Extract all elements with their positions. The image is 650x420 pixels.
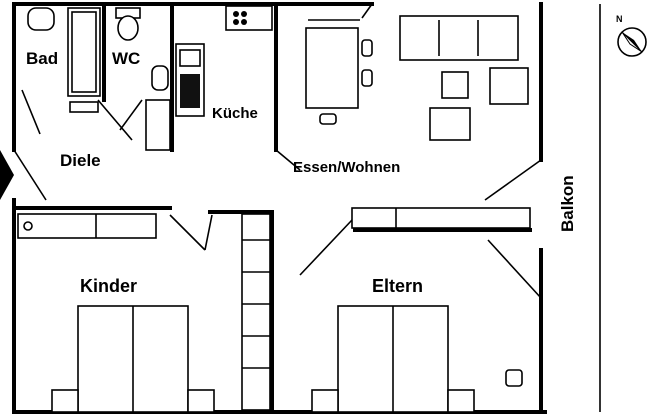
bath-mat [69,101,99,113]
room-label-eltern: Eltern [372,276,423,296]
door-swings [13,3,542,299]
bathroom [27,7,101,113]
eltern-wardrobe [351,207,531,229]
eltern-nightstand [447,389,475,413]
armchair [429,107,471,141]
sink [27,7,55,31]
kitchen [175,5,273,117]
room-label-diele: Diele [60,151,101,170]
stove [225,5,273,31]
room-label-bad: Bad [26,49,58,68]
wardrobes [17,207,531,411]
wc-room [115,7,171,151]
fridge [180,74,200,108]
bathtub [67,7,101,97]
chair [361,39,373,57]
compass-rose-icon: N [616,14,647,57]
room-label-essen-wohnen: Essen/Wohnen [293,159,400,176]
chair [319,113,337,125]
living-room [305,15,529,141]
wc-cabinet [145,99,171,151]
chair [361,69,373,87]
room-label-kinder: Kinder [80,276,137,296]
room-label-kueche: Küche [212,105,258,122]
room-label-wc: WC [112,49,140,68]
compass-north-label: N [616,14,623,24]
entrance-door-marker [0,150,14,200]
kinder-wardrobe [17,213,157,239]
armchair [441,71,469,99]
beds [51,305,523,413]
toilet-bowl [117,15,139,41]
kitchen-sink [179,49,201,67]
room-labels: Bad WC Küche Diele Essen/Wohnen Balkon K… [26,49,577,296]
eltern-chair [505,369,523,387]
eltern-nightstand [311,389,339,413]
wc-sink [151,65,169,91]
dining-table [305,27,359,109]
armchair [489,67,529,105]
sofa [399,15,519,61]
kinder-nightstand [51,389,79,413]
room-label-balkon: Balkon [558,175,577,232]
hall-shelving [241,213,271,411]
kinder-nightstand [187,389,215,413]
